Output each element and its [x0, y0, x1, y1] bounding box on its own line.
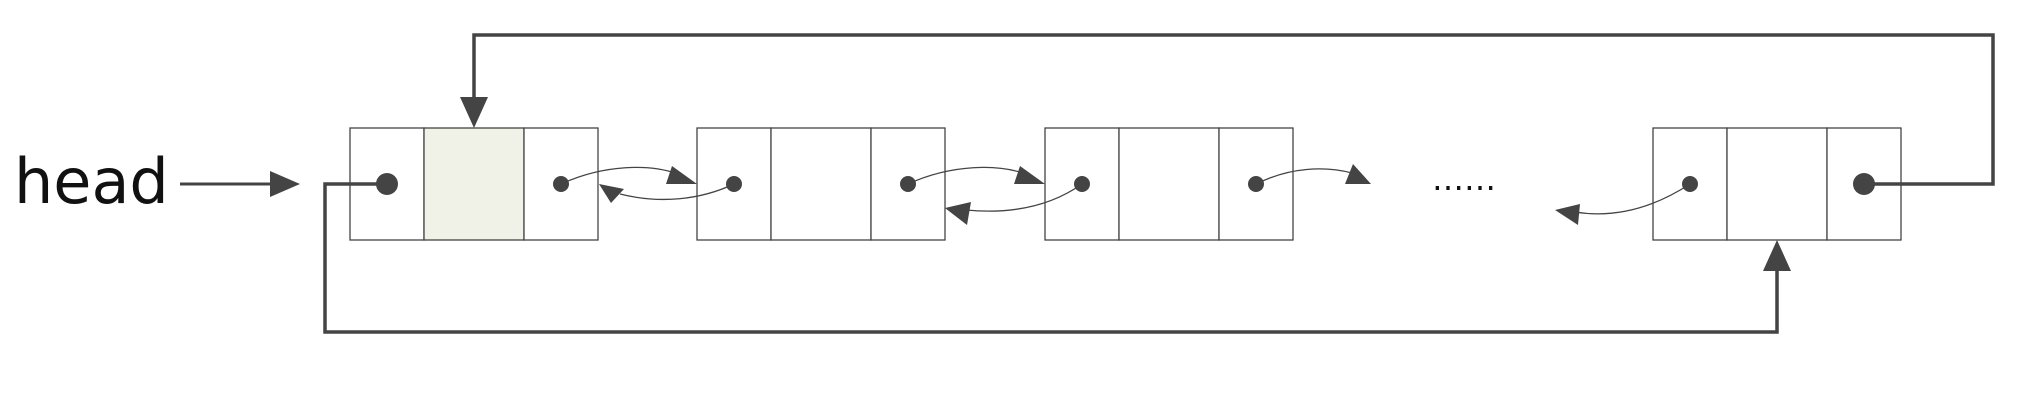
- circular-next-link-last-to-sentinel: [460, 33, 1995, 186]
- next-link-1-to-2: [907, 166, 1045, 185]
- node-1: [696, 127, 946, 241]
- data-cell-highlighted: [423, 127, 525, 241]
- head-pointer-arrow: [180, 171, 300, 197]
- next-link-2-to-more: [1255, 164, 1371, 185]
- ellipsis-text: ……: [1432, 160, 1496, 198]
- node-2: [1044, 127, 1294, 241]
- prev-link-last-to-more: [1555, 183, 1691, 225]
- data-cell: [1726, 127, 1828, 241]
- last-node: [1652, 127, 1902, 241]
- circular-prev-link-sentinel-to-last: [323, 182, 1791, 334]
- data-cell: [1118, 127, 1220, 241]
- prev-link-2-to-1: [945, 183, 1083, 225]
- prev-cell: [1652, 127, 1728, 241]
- next-link-0-to-1: [560, 166, 697, 185]
- sentinel-node: [349, 127, 599, 241]
- data-cell: [770, 127, 872, 241]
- prev-link-1-to-0: [599, 183, 735, 203]
- head-label: head: [14, 145, 169, 218]
